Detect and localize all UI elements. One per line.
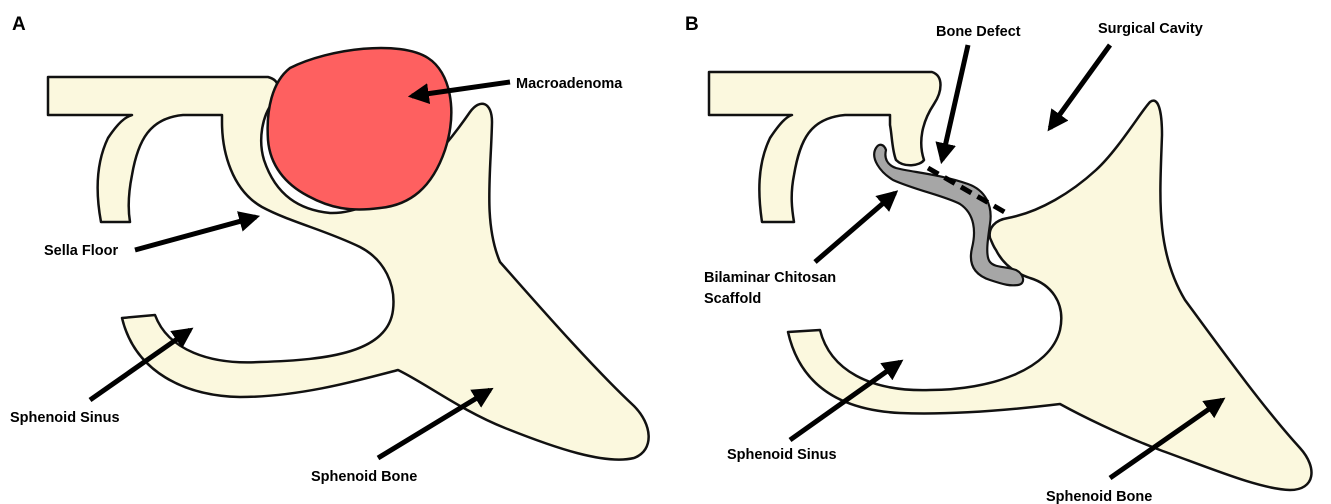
label-surgical-cavity: Surgical Cavity: [1098, 21, 1203, 37]
label-sella-floor: Sella Floor: [44, 243, 118, 259]
panel-b-letter: B: [685, 14, 699, 35]
label-sphenoid-sinus-a: Sphenoid Sinus: [10, 410, 120, 426]
panel-a: A Macroadenoma Sella Floor Sphenoid Sinu…: [10, 14, 649, 485]
arrow-bone-defect: [942, 45, 968, 160]
arrow-scaffold: [815, 193, 895, 262]
arrow-surgical-cavity: [1050, 45, 1110, 128]
sella-stump-shape: [709, 72, 941, 222]
label-sphenoid-bone-a: Sphenoid Bone: [311, 469, 417, 485]
label-sphenoid-sinus-b: Sphenoid Sinus: [727, 447, 837, 463]
arrow-sella-floor: [135, 217, 256, 250]
label-bone-defect: Bone Defect: [936, 24, 1021, 40]
label-macroadenoma: Macroadenoma: [516, 76, 623, 92]
sphenoid-bone-shape-b: [788, 101, 1311, 490]
label-scaffold-line2: Scaffold: [704, 291, 761, 307]
label-sphenoid-bone-b: Sphenoid Bone: [1046, 489, 1152, 504]
macroadenoma-tumor: [268, 48, 452, 210]
bilaminar-chitosan-scaffold: [874, 145, 1023, 286]
arrow-sphenoid-bone-a: [378, 390, 490, 458]
panel-b: B Bone Defect Surgical Cavity Bilaminar …: [685, 14, 1311, 504]
label-scaffold-line1: Bilaminar Chitosan: [704, 270, 836, 286]
panel-a-letter: A: [12, 14, 26, 35]
